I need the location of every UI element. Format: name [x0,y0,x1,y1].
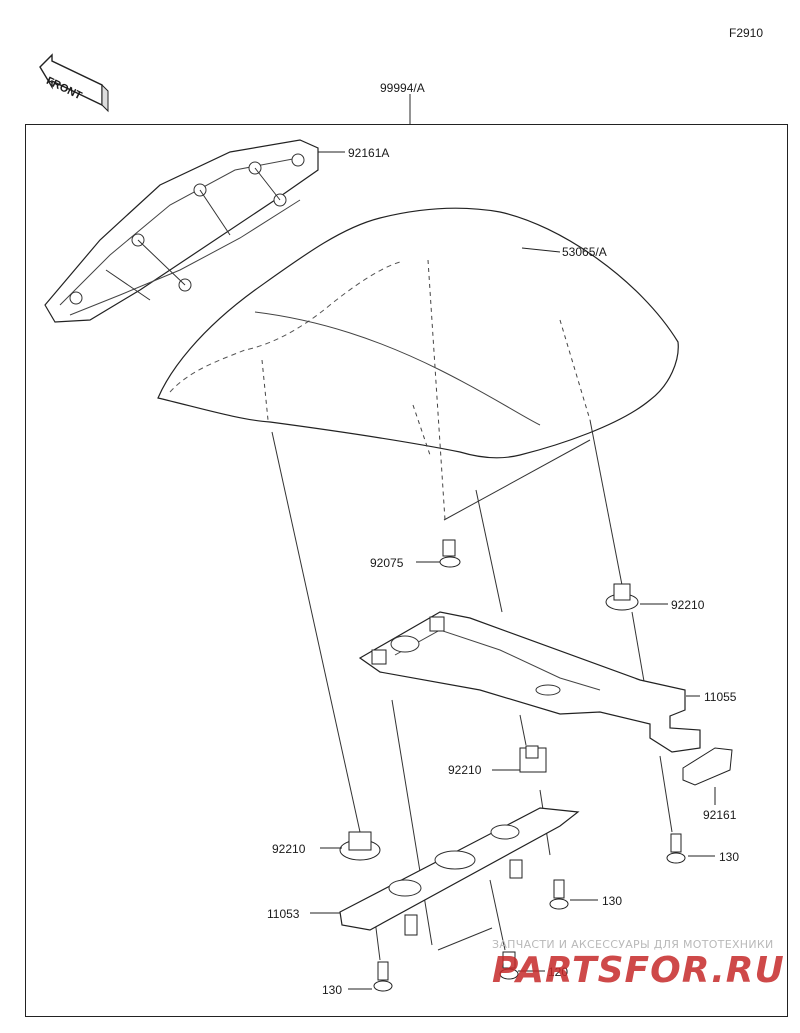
bracket-upper-drawing [358,611,701,753]
label-bolt-mid: 130 [602,894,623,908]
label-damper-mid: 92210 [448,763,482,777]
label-bracket-lower: 11053 [267,907,300,921]
label-assembly: 99994/A [380,81,425,95]
grommet-drawing [416,539,461,568]
assembly-frame [25,124,788,1017]
label-bolt-center: 120 [548,965,569,979]
bracket-lower-drawing [310,807,580,936]
figure-code: F2910 [729,26,764,40]
front-arrow-icon [39,53,109,113]
bolt-bottom-drawing [348,961,393,992]
damper-lower-drawing [320,831,381,861]
label-damper-lower: 92210 [272,842,306,856]
bolt-mid-drawing [549,879,598,910]
label-seat-cover: 53065/A [562,245,607,259]
bolt-right-upper-drawing [666,833,715,864]
trim-part-drawing [44,139,345,323]
label-bolt-bottom: 130 [322,983,343,997]
label-trim-left: 92161A [348,146,390,160]
bolt-center-drawing [499,951,545,980]
damper-mid-drawing [492,745,547,773]
label-grommet: 92075 [370,556,404,570]
watermark-tagline: ЗАПЧАСТИ И АКСЕССУАРЫ ДЛЯ МОТОТЕХНИКИ [492,938,774,951]
seat-cover-drawing [157,207,679,521]
label-bolt-right-upper: 130 [719,850,740,864]
damper-upper-drawing [605,583,668,611]
watermark-logo: PARTSFOR.RU [492,950,785,991]
label-bracket-upper: 11055 [704,690,737,704]
label-damper-upper: 92210 [671,598,705,612]
label-cushion: 92161 [703,808,737,822]
cushion-drawing [682,747,733,805]
